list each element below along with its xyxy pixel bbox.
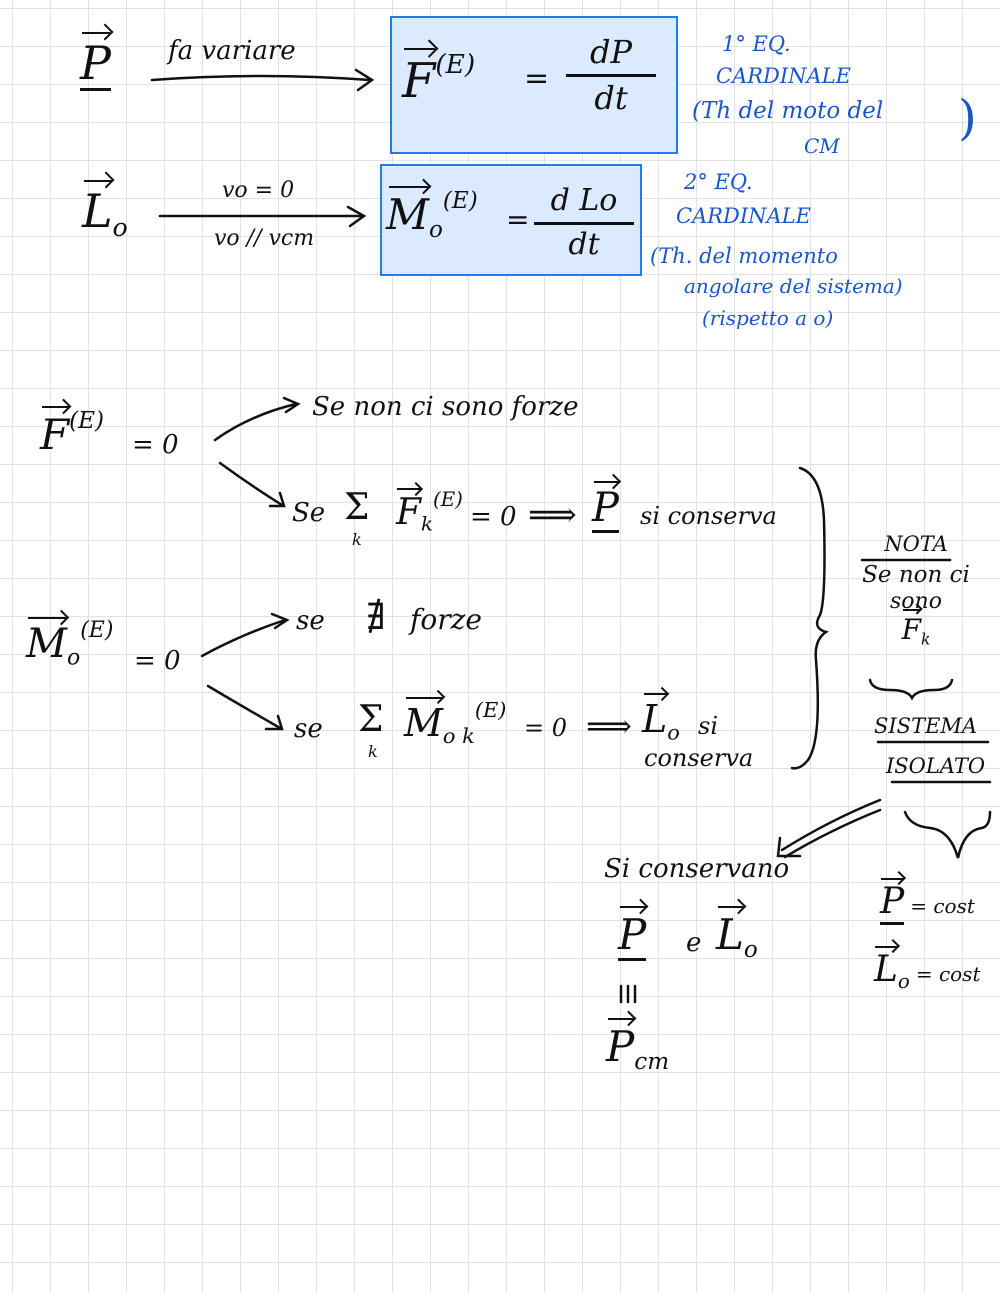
m-case-result-var: Lo [642,693,680,745]
m-condition-equals-zero: = 0 [134,646,181,676]
f-condition-lhs: F(E) [40,406,105,459]
m-condition-lhs: Mo(E) [26,616,114,671]
row2-condition-bottom: vo // vcm [214,226,315,251]
row2-angular-momentum: Lo [82,179,128,242]
nota-line-1: Se non ci [862,562,970,589]
f-case-sum-symbol: Σ [344,487,370,528]
second-equation-desc-3: (rispetto a o) [702,306,834,330]
row1-arrow [150,68,375,92]
row1-arrow-label: fa variare [168,36,296,66]
second-equation-equals: = [506,203,530,236]
double-arrow-left [776,798,882,859]
conserved-conjunction: e [686,928,702,958]
m-case-sum-prefix: se [294,714,323,744]
conserved-equivalence: ≡ [612,982,620,992]
first-equation-lhs: F(E) [402,48,476,109]
f-case-no-forces: Se non ci sono forze [312,392,579,422]
nota-block: NOTA Se non ci sono Fk [836,532,996,649]
m-branch-down-arrow [206,684,284,731]
first-equation-desc-2: CM [804,134,840,158]
m-case-implies: ⟹ [586,707,632,745]
nota-under-brace [868,678,954,701]
m-branch-up-arrow [200,612,290,658]
force-vector: F [402,48,436,109]
m-case-sum-equals: = 0 [524,714,568,742]
second-equation-desc-2: angolare del sistema) [684,274,903,298]
momentum-vector: P [592,480,619,533]
momentum-vector: P [618,906,647,961]
first-equation-desc-1: (Th del moto del [692,98,884,124]
fraction-bar [566,73,656,77]
nota-conclusion-1: SISTEMA [874,714,978,738]
f-case-sum-index: k [352,530,362,549]
f-case-sum-equals: = 0 [470,502,517,532]
nota-line-3: Fk [901,608,931,649]
f-condition-equals-zero: = 0 [132,430,179,460]
momentum-vector: P [880,877,905,925]
angular-momentum-vector: L [642,693,668,741]
equiv-marks [619,984,637,1004]
first-equation-title-2: CARDINALE [716,64,851,88]
nota-conclusion-2: ISOLATO [886,754,986,778]
angular-momentum-vector: L [716,906,744,959]
angular-momentum-vector: L [874,945,898,990]
f-branch-up-arrow [213,396,301,442]
constants-brace [903,810,992,859]
conserved-angular-momentum: Lo [716,906,758,964]
m-case-no-forces-symbol: ∄ [366,597,386,638]
second-equation-lhs: Mo(E) [386,186,478,243]
f-case-sum-prefix: Se [292,498,326,528]
first-equation-equals: = [524,61,550,96]
f-case-result-var: P [592,480,619,533]
m-case-sum-symbol: Σ [358,699,384,740]
nota-title: NOTA [884,532,948,556]
fraction-numerator: d Lo [550,183,618,218]
torque-vector: M [386,186,430,239]
first-equation-fraction: dP dt [566,34,656,117]
first-equation-desc-close: ) [958,90,977,146]
f-case-sum-term: Fk(E) [396,488,463,536]
angular-momentum-vector: L [82,179,113,238]
f-case-implies: ⟹ [528,495,577,535]
m-case-result-text-1: si [698,712,718,740]
fraction-bar [534,221,634,225]
conserved-heading: Si conservano [604,854,790,884]
first-equation-title-1: 1° EQ. [722,32,791,56]
constant-angular-momentum: Lo= cost [874,945,981,993]
second-equation-fraction: d Lo dt [534,183,634,262]
torque-vector: M [26,616,67,667]
m-case-result-text-2: conserva [644,744,754,772]
external-superscript: (E) [435,49,476,80]
m-case-no-forces-prefix: se [296,606,325,636]
right-brace [790,466,829,770]
force-vector: F [40,406,70,459]
row2-arrow [158,205,367,228]
second-equation-title-2: CARDINALE [676,204,811,228]
m-case-sum-index: k [368,742,378,761]
second-equation-title-1: 2° EQ. [684,170,753,194]
first-equation-box [390,16,678,154]
f-branch-down-arrow [218,461,286,508]
fraction-denominator: dt [594,78,628,117]
momentum-cm-vector: P [606,1018,635,1071]
second-equation-desc-1: (Th. del momento [650,244,838,268]
m-case-no-forces-text: forze [410,603,482,636]
row1-momentum: P [80,31,111,91]
constant-momentum: P= cost [880,877,975,925]
m-case-sum-term: Mo k(E) [404,696,507,749]
fraction-numerator: dP [589,33,632,71]
conserved-momentum-cm: Pcm [606,1018,670,1076]
f-case-result-text: si conserva [640,502,777,530]
conserved-momentum: P [618,906,647,961]
row2-condition-top: vo = 0 [222,178,295,203]
momentum-vector: P [80,31,111,91]
fraction-denominator: dt [568,226,600,262]
